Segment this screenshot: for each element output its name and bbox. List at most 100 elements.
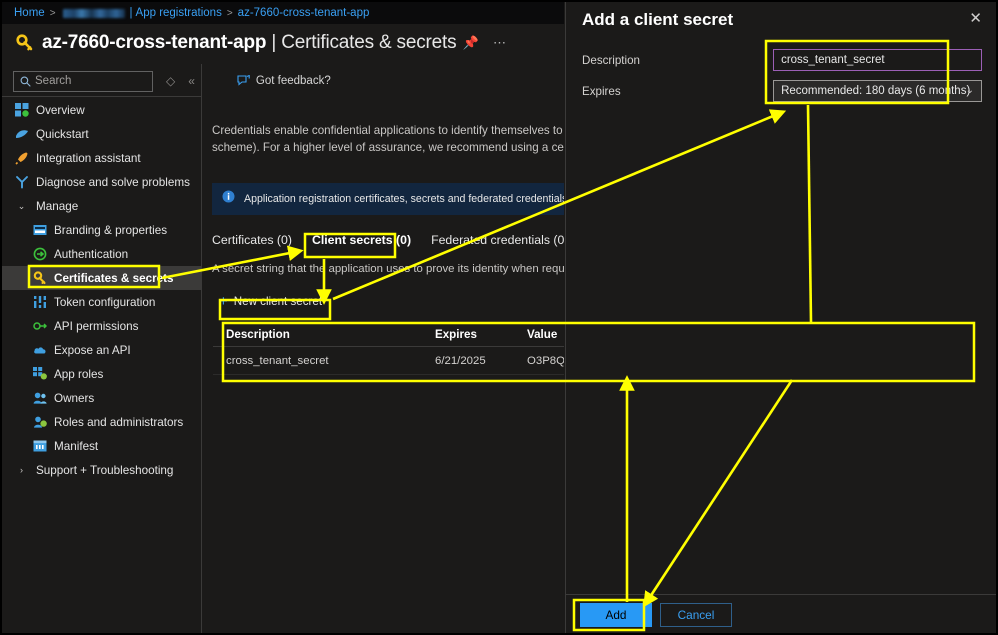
sidebar-item-manage[interactable]: ⌄ Manage xyxy=(2,194,201,218)
info-icon xyxy=(222,190,235,208)
sidebar-item-app-roles[interactable]: App roles xyxy=(2,362,201,386)
sidebar-item-manifest[interactable]: Manifest xyxy=(2,434,201,458)
sidebar-item-label: Branding & properties xyxy=(54,223,168,237)
sidebar-item-quickstart[interactable]: Quickstart xyxy=(2,122,201,146)
sidebar-item-label: Owners xyxy=(54,391,95,405)
sidebar-item-label: Manage xyxy=(36,199,79,213)
new-client-secret-button[interactable]: + New client secret xyxy=(215,293,326,310)
owners-icon xyxy=(32,391,47,406)
description-field-row: Description xyxy=(582,49,982,71)
portal-main-area: Home > | App registrations > az-7660-cro… xyxy=(2,2,564,633)
expires-select[interactable]: Recommended: 180 days (6 months) ⌄ xyxy=(773,80,982,102)
double-chevron-left-icon[interactable]: « xyxy=(188,74,195,88)
sidebar-item-token-configuration[interactable]: Token configuration xyxy=(2,290,201,314)
sidebar-item-label: Token configuration xyxy=(54,295,156,309)
column-header-value: Value ⓘ xyxy=(527,327,564,341)
main-content: Credentials enable confidential applicat… xyxy=(202,98,564,633)
sidebar-item-certificates-secrets[interactable]: Certificates & secrets xyxy=(2,266,201,290)
cell-value-prefix: O3P8Q~ xyxy=(527,354,564,367)
expires-select-value: Recommended: 180 days (6 months) xyxy=(781,85,971,97)
tab-federated-credentials-0[interactable]: Federated credentials (0) xyxy=(431,233,564,247)
search-input[interactable] xyxy=(35,75,135,87)
sidebar-item-label: Roles and administrators xyxy=(54,415,184,429)
add-client-secret-dialog: Add a client secret ✕ Description Expire… xyxy=(565,2,996,633)
plus-icon: + xyxy=(219,292,228,310)
column-header-value-label: Value xyxy=(527,327,558,341)
ellipsis-icon[interactable]: ⋯ xyxy=(493,35,506,50)
dialog-footer-divider xyxy=(566,594,996,595)
roles-admin-icon xyxy=(32,415,47,430)
client-secret-description: A secret string that the application use… xyxy=(212,263,564,275)
breadcrumb-separator-1: > xyxy=(49,7,56,19)
app-roles-icon xyxy=(32,367,47,382)
tab-client-secrets-0[interactable]: Client secrets (0) xyxy=(311,233,412,247)
credentials-description-line2: scheme). For a higher level of assurance… xyxy=(212,141,564,154)
sidebar-item-label: App roles xyxy=(54,367,104,381)
key-icon xyxy=(16,34,34,52)
quickstart-icon xyxy=(14,127,29,142)
manifest-icon xyxy=(32,439,47,454)
expires-field-label: Expires xyxy=(582,84,621,98)
search-icon xyxy=(20,76,31,87)
got-feedback-label: Got feedback? xyxy=(255,75,331,87)
cell-value: O3P8Q~ xyxy=(527,353,564,368)
sidebar-item-authentication[interactable]: Authentication xyxy=(2,242,201,266)
chevron-down-icon: ⌄ xyxy=(17,200,26,211)
breadcrumb-tenant-redacted xyxy=(62,8,125,18)
title-actions: 📌 ⋯ xyxy=(463,35,564,51)
sidebar-item-integration-assistant[interactable]: Integration assistant xyxy=(2,146,201,170)
branding-icon xyxy=(32,223,47,238)
close-icon[interactable]: ✕ xyxy=(969,10,982,27)
wrench-icon xyxy=(14,175,29,190)
cloud-icon xyxy=(32,343,47,358)
sidebar-item-label: Quickstart xyxy=(36,127,89,141)
sidebar-item-label: Manifest xyxy=(54,439,99,453)
table-row[interactable]: cross_tenant_secret 6/21/2025 O3P8Q~ xyxy=(213,347,564,375)
sidebar-item-owners[interactable]: Owners xyxy=(2,386,201,410)
sidebar-item-expose-an-api[interactable]: Expose an API xyxy=(2,338,201,362)
breadcrumb-pipe: | xyxy=(129,7,133,19)
breadcrumb-app-registrations[interactable]: App registrations xyxy=(135,7,222,19)
diamond-icon[interactable]: ◇ xyxy=(166,74,176,88)
credentials-description: Credentials enable confidential applicat… xyxy=(212,122,564,156)
token-icon xyxy=(32,295,47,310)
sidebar-item-label: Certificates & secrets xyxy=(54,271,174,285)
description-field-label: Description xyxy=(582,53,640,67)
toolbar-divider xyxy=(2,96,201,97)
cancel-button[interactable]: Cancel xyxy=(660,603,732,627)
breadcrumb: Home > | App registrations > az-7660-cro… xyxy=(2,2,564,24)
tab-certificates-0[interactable]: Certificates (0) xyxy=(212,233,292,247)
breadcrumb-home[interactable]: Home xyxy=(14,7,45,19)
got-feedback-button[interactable]: Got feedback? xyxy=(237,75,331,87)
pin-icon[interactable]: 📌 xyxy=(462,35,479,50)
authentication-icon xyxy=(32,247,47,262)
column-header-expires: Expires xyxy=(435,327,477,341)
sidebar-item-label: Authentication xyxy=(54,247,129,261)
page-title-section: Certificates & secrets xyxy=(281,32,457,53)
sidebar-item-branding-properties[interactable]: Branding & properties xyxy=(2,218,201,242)
sidebar-item-label: Diagnose and solve problems xyxy=(36,175,190,189)
sidebar-item-label: Integration assistant xyxy=(36,151,141,165)
description-input[interactable] xyxy=(773,49,982,71)
expires-field-row: Expires Recommended: 180 days (6 months)… xyxy=(582,80,982,102)
breadcrumb-current-app[interactable]: az-7660-cross-tenant-app xyxy=(237,7,370,19)
table-header-row: Description Expires Value ⓘ Secret ID xyxy=(213,322,564,347)
column-header-description: Description xyxy=(226,327,290,341)
sidebar-item-api-permissions[interactable]: API permissions xyxy=(2,314,201,338)
breadcrumb-separator-2: > xyxy=(226,7,233,19)
sidebar-item-roles-and-administrators[interactable]: Roles and administrators xyxy=(2,410,201,434)
chevron-right-icon: › xyxy=(20,465,23,475)
client-secrets-table: Description Expires Value ⓘ Secret ID cr… xyxy=(213,322,564,375)
add-button[interactable]: Add xyxy=(580,603,652,627)
feedback-icon xyxy=(237,75,250,86)
search-box[interactable] xyxy=(13,70,153,92)
dialog-title: Add a client secret xyxy=(582,10,734,29)
sidebar-item-support-troubleshooting[interactable]: ›Support + Troubleshooting xyxy=(2,458,201,482)
sidebar-item-diagnose-and-solve-problems[interactable]: Diagnose and solve problems xyxy=(2,170,201,194)
api-permissions-icon xyxy=(32,319,47,334)
search-toolbar-row: ◇ « Got feedback? xyxy=(2,66,564,96)
cell-expires: 6/21/2025 xyxy=(435,354,486,367)
sidebar-item-overview[interactable]: Overview xyxy=(2,98,201,122)
